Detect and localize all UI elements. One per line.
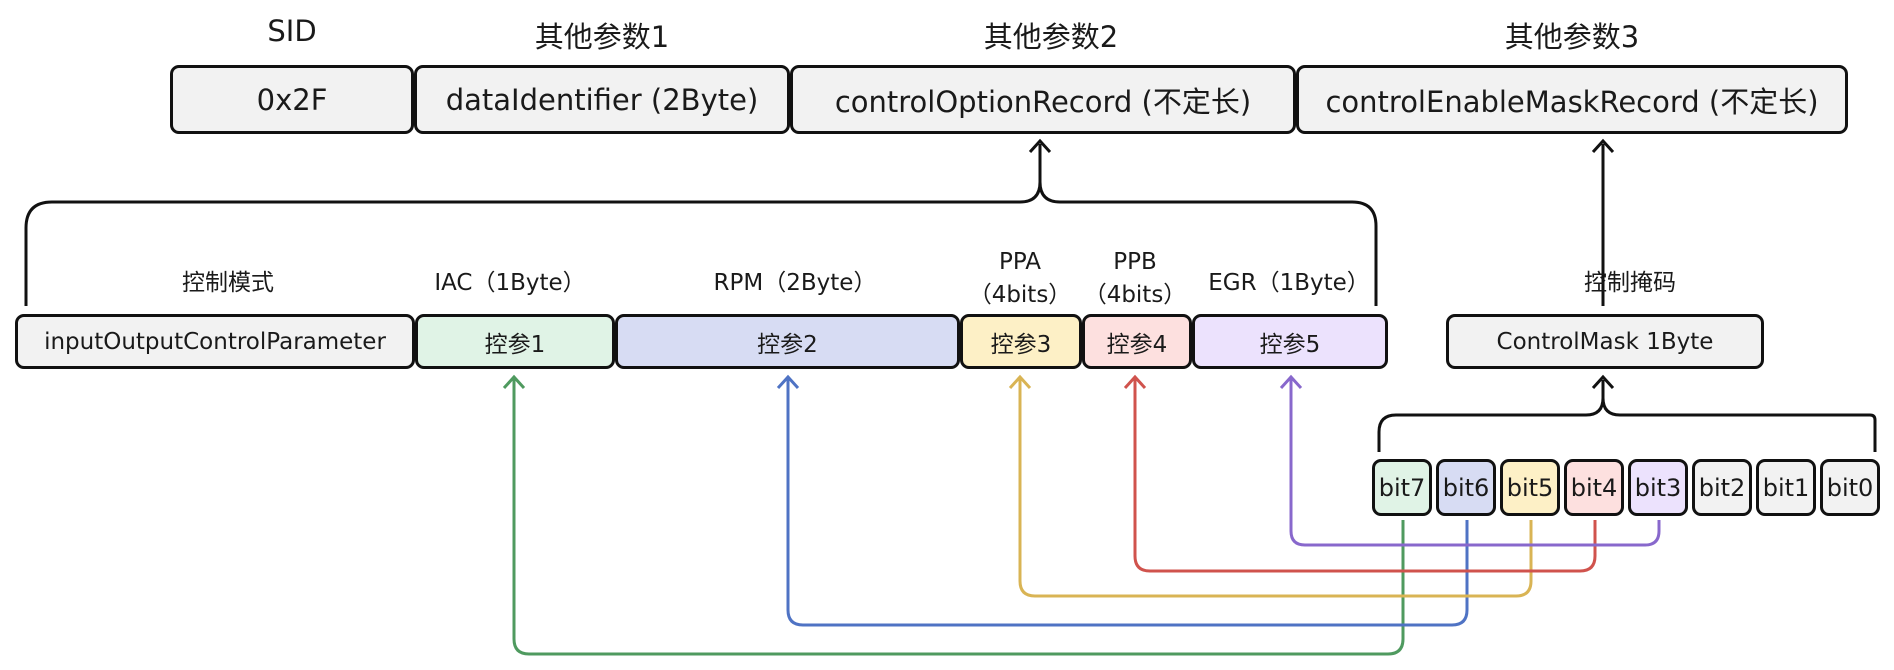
ppa-label: PPA （4bits） (968, 249, 1072, 308)
input-output-control-parameter-box: inputOutputControlParameter (15, 314, 415, 369)
option-record-bracket (24, 144, 1378, 306)
bit2-box: bit2 (1692, 459, 1752, 516)
bit6-to-p2-arrowhead (776, 374, 800, 390)
bit3-to-p5-arrowhead (1279, 374, 1303, 390)
bits-bracket-arrowhead (1591, 374, 1615, 390)
bit4-box: bit4 (1564, 459, 1624, 516)
bit6-box: bit6 (1436, 459, 1496, 516)
bit5-box: bit5 (1500, 459, 1560, 516)
control-option-record-box: controlOptionRecord (不定长) (790, 65, 1296, 134)
sid-header: SID (267, 14, 317, 48)
iac-label: IAC（1Byte） (434, 270, 586, 296)
option-record-arrowhead (1028, 138, 1052, 154)
bits-bracket (1377, 380, 1877, 452)
mode-label: 控制模式 (182, 270, 274, 296)
mask-label: 控制掩码 (1584, 270, 1676, 296)
bit4-to-p4-arrowhead (1123, 374, 1147, 390)
control-mask-box: ControlMask 1Byte (1446, 314, 1764, 369)
sid-box: 0x2F (170, 65, 414, 134)
bit3-box: bit3 (1628, 459, 1688, 516)
bit7-to-p1-line (512, 378, 1405, 656)
bit4-to-p4-line (1133, 378, 1597, 573)
bit0-box: bit0 (1820, 459, 1880, 516)
control-param-1-box: 控参1 (415, 314, 615, 369)
param2-header: 其他参数2 (983, 20, 1119, 54)
bit7-box: bit7 (1372, 459, 1432, 516)
rpm-label: RPM（2Byte） (713, 270, 877, 296)
bit7-to-p1-arrowhead (502, 374, 526, 390)
mask-record-arrowhead (1591, 138, 1615, 154)
data-identifier-box: dataIdentifier (2Byte) (414, 65, 790, 134)
control-param-4-box: 控参4 (1082, 314, 1192, 369)
bit1-box: bit1 (1756, 459, 1816, 516)
control-param-5-box: 控参5 (1192, 314, 1388, 369)
control-param-3-box: 控参3 (960, 314, 1082, 369)
param1-header: 其他参数1 (534, 20, 670, 54)
bit3-to-p5-line (1289, 378, 1661, 547)
bit5-to-p3-line (1018, 378, 1533, 598)
egr-label: EGR（1Byte） (1208, 270, 1370, 296)
bit6-to-p2-line (786, 378, 1469, 627)
param3-header: 其他参数3 (1504, 20, 1640, 54)
control-param-2-box: 控参2 (615, 314, 960, 369)
control-enable-mask-record-box: controlEnableMaskRecord (不定长) (1296, 65, 1848, 134)
bit5-to-p3-arrowhead (1008, 374, 1032, 390)
ppb-label: PPB （4bits） (1083, 249, 1187, 308)
